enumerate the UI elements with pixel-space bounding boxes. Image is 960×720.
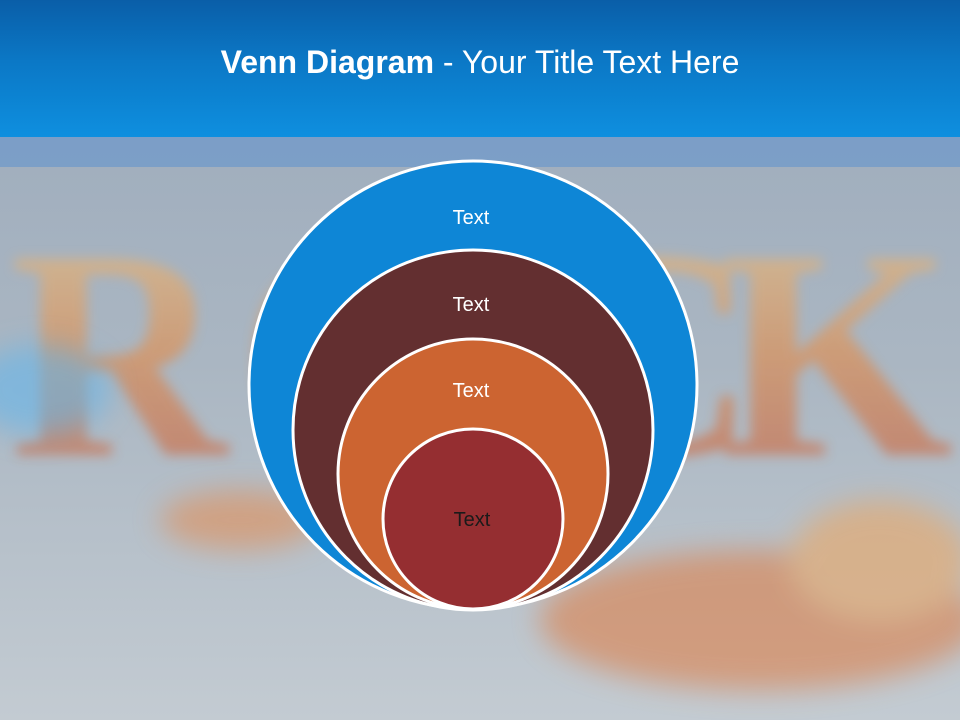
header-bar xyxy=(0,0,960,137)
title-rest: - Your Title Text Here xyxy=(434,44,740,80)
circle-inner-label: Text xyxy=(454,509,491,531)
circle-outer-label: Text xyxy=(453,207,490,229)
svg-text:K: K xyxy=(720,188,954,520)
title-bold: Venn Diagram xyxy=(220,44,435,80)
slide-title: Venn Diagram - Your Title Text Here xyxy=(0,40,960,84)
circle-second-label: Text xyxy=(453,294,490,316)
circle-inner-shape xyxy=(381,427,565,611)
circle-inner: Text xyxy=(381,427,565,611)
circle-third-label: Text xyxy=(453,380,490,402)
